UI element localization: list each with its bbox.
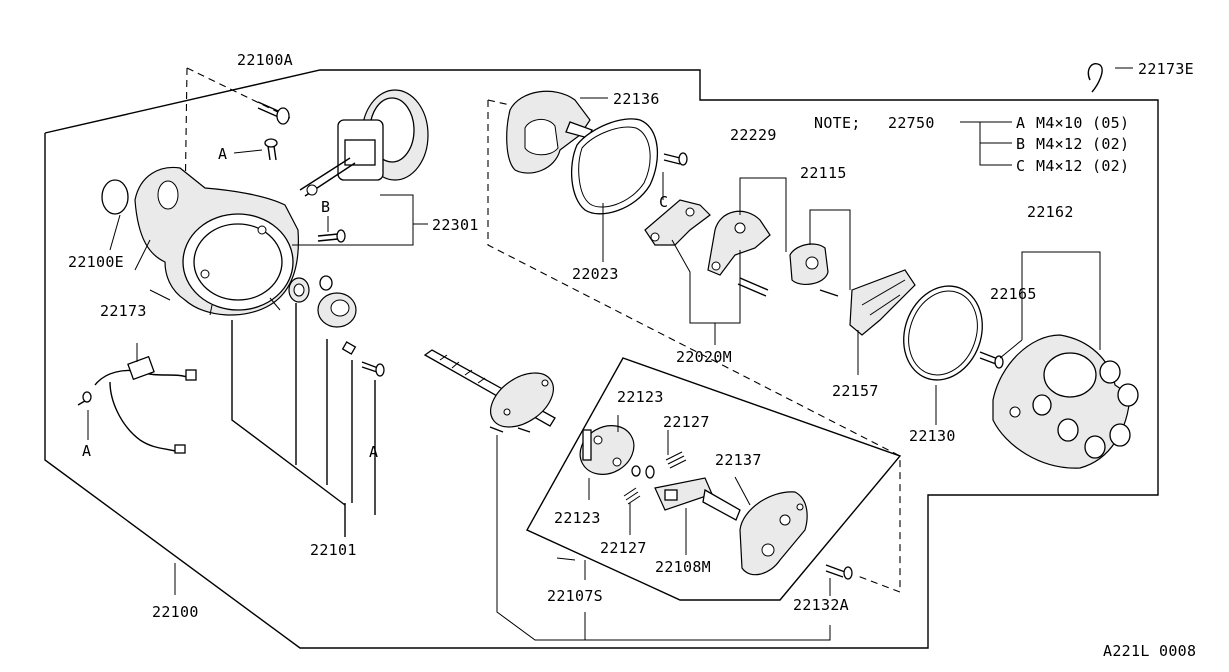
label-22127-lower: 22127 xyxy=(600,539,647,557)
note-row-a-spec: M4×10 (05) xyxy=(1036,114,1129,132)
mark-A-right: A xyxy=(369,443,378,461)
group-outline-22107S xyxy=(526,357,902,601)
wire-22173E xyxy=(1087,63,1103,93)
label-22100E: 22100E xyxy=(68,253,124,271)
cam-22157 xyxy=(849,269,916,336)
note-part: 22750 xyxy=(888,114,935,132)
label-22100: 22100 xyxy=(152,603,199,621)
governor-weight-1 xyxy=(644,199,711,246)
note-prefix: NOTE; xyxy=(814,114,861,132)
springs-22127 xyxy=(623,451,687,505)
label-22137: 22137 xyxy=(715,451,762,469)
o-ring-22100E xyxy=(101,179,129,215)
gasket-22023 xyxy=(571,118,659,215)
label-22173E: 22173E xyxy=(1138,60,1194,78)
label-22130: 22130 xyxy=(909,427,956,445)
label-22165: 22165 xyxy=(990,285,1037,303)
rotor-22115 xyxy=(789,243,839,297)
advancer-22123 xyxy=(579,425,635,475)
mark-B: B xyxy=(321,198,330,216)
label-22123-upper: 22123 xyxy=(617,388,664,406)
screw-22100A xyxy=(257,101,290,125)
dashed-line-22136 xyxy=(487,99,511,106)
mark-C: C xyxy=(659,193,668,211)
cap-seal-22130 xyxy=(903,285,983,381)
label-22115: 22115 xyxy=(800,164,847,182)
label-22100A: 22100A xyxy=(237,51,293,69)
label-22023: 22023 xyxy=(572,265,619,283)
note-row-a-letter: A xyxy=(1016,114,1025,132)
screw-B xyxy=(317,229,346,243)
label-22127-upper: 22127 xyxy=(663,413,710,431)
label-22157: 22157 xyxy=(832,382,879,400)
distributor-shaft xyxy=(423,349,556,433)
label-22162: 22162 xyxy=(1027,203,1074,221)
note-row-c-spec: M4×12 (02) xyxy=(1036,157,1129,175)
label-22136: 22136 xyxy=(613,90,660,108)
label-22108M: 22108M xyxy=(655,558,711,576)
shaft-plate-22108M xyxy=(654,477,741,521)
screw-C xyxy=(663,152,688,166)
small-screws-22101 xyxy=(341,341,385,377)
part-labels: 22100A 22173E 22136 22229 22115 22162 22… xyxy=(68,51,1196,660)
bearing xyxy=(317,292,357,328)
label-22123-lower: 22123 xyxy=(554,509,601,527)
label-22301: 22301 xyxy=(432,216,479,234)
label-22020M: 22020M xyxy=(676,348,732,366)
leader-lines xyxy=(87,67,1133,641)
vacuum-advance-unit xyxy=(299,89,429,197)
note-row-b-spec: M4×12 (02) xyxy=(1036,135,1129,153)
note-row-b-letter: B xyxy=(1016,135,1025,153)
label-22173: 22173 xyxy=(100,302,147,320)
footer-code: A221L 0008 xyxy=(1103,642,1196,660)
small-washer xyxy=(319,275,333,291)
screw-A-top xyxy=(264,138,278,161)
note-row-c-letter: C xyxy=(1016,157,1025,175)
screw-22165 xyxy=(979,351,1004,369)
label-22229: 22229 xyxy=(730,126,777,144)
pin-22020M xyxy=(737,277,769,297)
dashed-line-22100A xyxy=(186,67,291,119)
plate-22137 xyxy=(739,491,808,576)
governor-weight-2 xyxy=(707,210,771,276)
breaker-plate-22136 xyxy=(506,90,593,174)
mark-A-top: A xyxy=(218,145,227,163)
screw-22132A xyxy=(825,564,853,580)
distributor-housing xyxy=(134,166,299,316)
label-22107S: 22107S xyxy=(547,587,603,605)
label-22101: 22101 xyxy=(310,541,357,559)
dashed-line-22020M xyxy=(487,100,901,593)
mark-A-left: A xyxy=(82,442,91,460)
assembly-outline xyxy=(44,69,1159,649)
distributor-cap-22162 xyxy=(992,334,1139,469)
label-22132A: 22132A xyxy=(793,596,849,614)
wiring-harness-22173 xyxy=(77,355,197,454)
